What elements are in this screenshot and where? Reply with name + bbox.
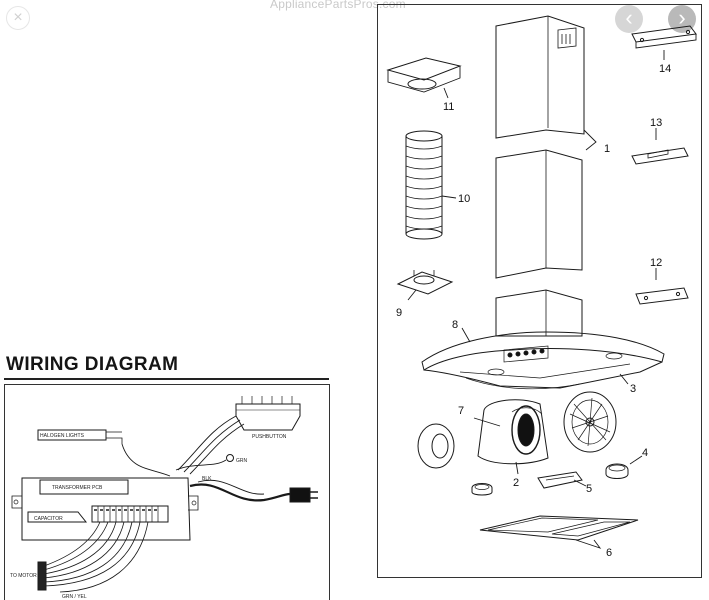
blk-wire-label: BLK: [202, 476, 212, 482]
main-chassis: [21, 477, 191, 541]
wiring-diagram-frame: [4, 384, 330, 600]
close-icon[interactable]: ×: [6, 6, 30, 30]
exploded-view-frame: [377, 4, 702, 578]
transition-ring: [386, 57, 462, 93]
power-cord: [189, 483, 291, 502]
capacitor: [27, 511, 88, 523]
flexible-duct: [405, 130, 443, 240]
wiring-diagram-title: WIRING DIAGRAM: [6, 354, 179, 375]
callout-11: 11: [443, 101, 454, 113]
callout-14: 14: [659, 63, 671, 75]
callout-4: 4: [642, 447, 648, 459]
power-plug: [289, 487, 318, 503]
ground-screw: [226, 454, 234, 462]
motor-fan: [563, 391, 617, 453]
callout-12: 12: [650, 257, 662, 269]
halogen-lights-box: [37, 429, 107, 441]
callout-7: 7: [458, 405, 464, 417]
pushbutton-unit: [235, 396, 301, 431]
chimney-cover: [495, 15, 585, 279]
callout-9: 9: [396, 307, 402, 319]
grn-wire-label: GRN: [236, 458, 248, 464]
bracket-12: [635, 287, 689, 305]
callout-5: 5: [586, 483, 592, 495]
to-motor-label: TO MOTOR: [10, 573, 37, 579]
wiring-diagram: [11, 396, 318, 593]
hood-canopy: [495, 289, 583, 337]
blower-housing: [477, 399, 549, 465]
halogen-lamp: [471, 463, 629, 496]
transformer-pcb: [39, 479, 129, 495]
callout-13: 13: [650, 117, 662, 129]
callout-3: 3: [630, 383, 636, 395]
callout-6: 6: [606, 547, 612, 559]
grn-yel-wire-label: GRN / YEL: [62, 594, 87, 600]
bracket-14: [631, 25, 697, 49]
pushbutton-label: PUSHBUTTON: [252, 434, 287, 440]
leader-lines: [407, 50, 665, 549]
capacitor-label: CAPACITOR: [34, 516, 63, 522]
grease-filter: [479, 515, 639, 541]
title-rule: [4, 378, 329, 380]
callout-2: 2: [513, 477, 519, 489]
previous-image-button[interactable]: ‹: [615, 5, 643, 33]
glass-canopy: [421, 331, 665, 390]
mounting-plate: [396, 270, 454, 295]
bracket-13: [631, 147, 689, 165]
terminal-block: [91, 505, 169, 523]
halogen-lights-label: HALOGEN LIGHTS: [40, 433, 85, 439]
watermark-text: AppliancePartsPros.com: [270, 0, 406, 11]
callout-1: 1: [604, 143, 610, 155]
transformer-pcb-label: TRANSFORMER PCB: [52, 485, 103, 491]
intake-ring: [417, 423, 455, 469]
callout-10: 10: [458, 193, 470, 205]
switch-bar: [537, 471, 583, 489]
motor-connector: [37, 561, 47, 591]
callout-8: 8: [452, 319, 458, 331]
